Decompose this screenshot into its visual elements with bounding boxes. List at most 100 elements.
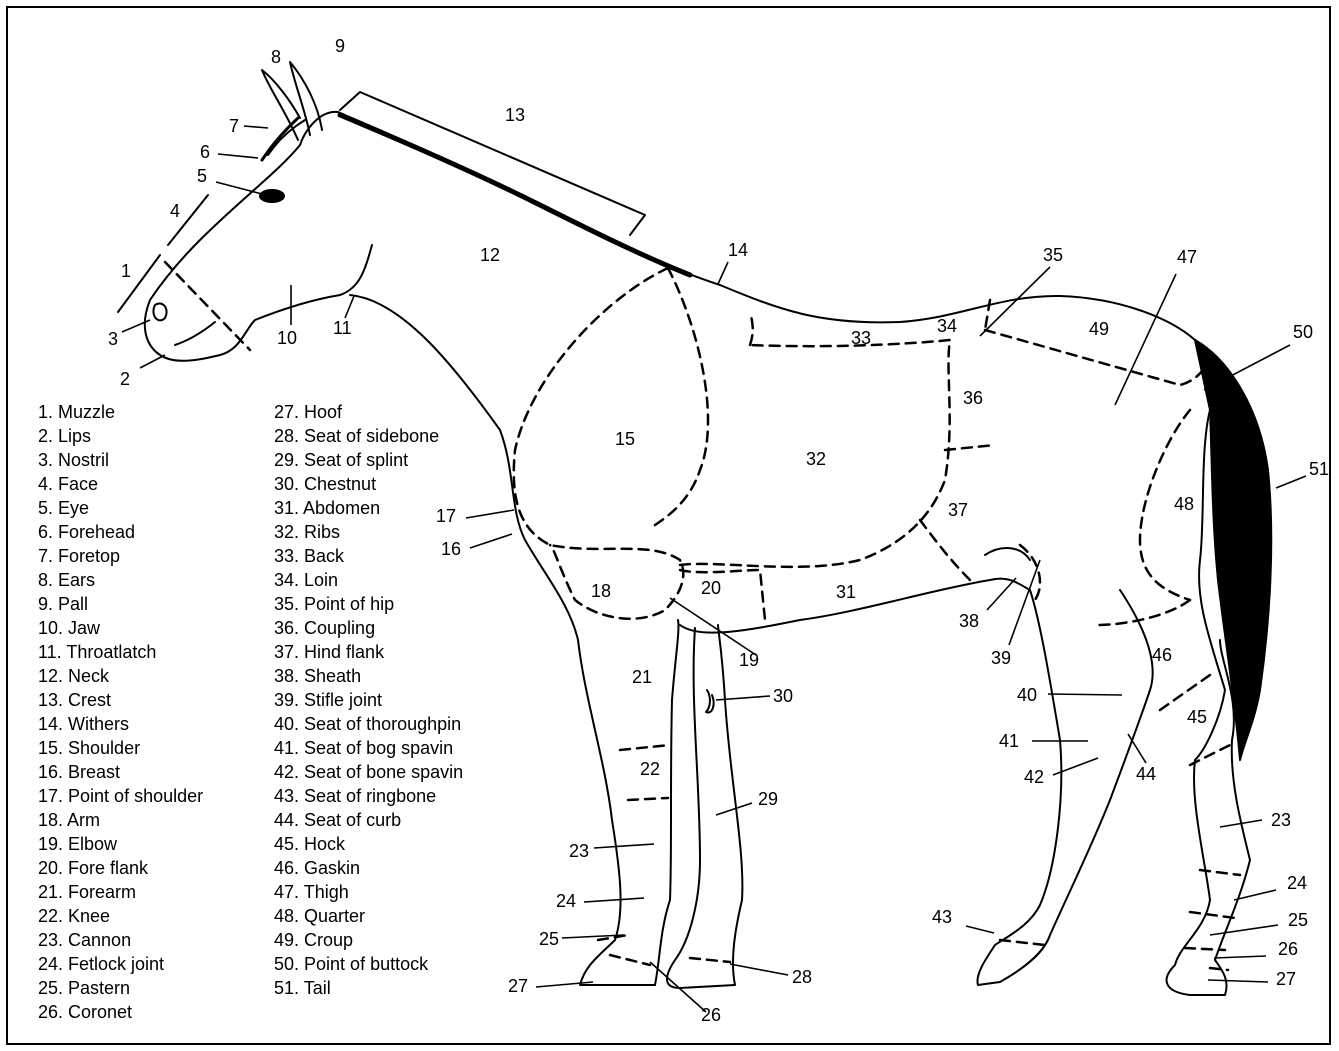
callout-number: 6 — [200, 143, 210, 161]
callout-number: 23 — [1271, 811, 1291, 829]
callout-number: 2 — [120, 370, 130, 388]
legend-item: 16. Breast — [38, 760, 203, 784]
legend-item: 25. Pastern — [38, 976, 203, 1000]
callout-number: 35 — [1043, 246, 1063, 264]
callout-number: 26 — [1278, 940, 1298, 958]
callout-number: 24 — [556, 892, 576, 910]
legend-item: 21. Forearm — [38, 880, 203, 904]
callout-number: 29 — [758, 790, 778, 808]
callout-number: 48 — [1174, 495, 1194, 513]
callout-number: 5 — [197, 167, 207, 185]
legend-item: 15. Shoulder — [38, 736, 203, 760]
legend-item: 48. Quarter — [274, 904, 463, 928]
legend-item: 5. Eye — [38, 496, 203, 520]
callout-number: 18 — [591, 582, 611, 600]
callout-number: 19 — [739, 651, 759, 669]
horse-outline — [338, 112, 1250, 995]
callout-number: 40 — [1017, 686, 1037, 704]
legend-item: 2. Lips — [38, 424, 203, 448]
legend-item: 18. Arm — [38, 808, 203, 832]
callout-number: 14 — [728, 241, 748, 259]
callout-number: 22 — [640, 760, 660, 778]
legend-item: 43. Seat of ringbone — [274, 784, 463, 808]
legend-item: 44. Seat of curb — [274, 808, 463, 832]
legend-item: 47. Thigh — [274, 880, 463, 904]
callout-number: 9 — [335, 37, 345, 55]
callout-number: 38 — [959, 612, 979, 630]
callout-number: 27 — [1276, 970, 1296, 988]
legend-item: 20. Fore flank — [38, 856, 203, 880]
legend-item: 23. Cannon — [38, 928, 203, 952]
legend-item: 51. Tail — [274, 976, 463, 1000]
legend-item: 38. Sheath — [274, 664, 463, 688]
callout-number: 33 — [851, 329, 871, 347]
callout-number: 47 — [1177, 248, 1197, 266]
callout-number: 1 — [121, 262, 131, 280]
legend-item: 29. Seat of splint — [274, 448, 463, 472]
callout-number: 30 — [773, 687, 793, 705]
legend-item: 10. Jaw — [38, 616, 203, 640]
legend-item: 30. Chestnut — [274, 472, 463, 496]
legend-item: 34. Loin — [274, 568, 463, 592]
callout-number: 15 — [615, 430, 635, 448]
legend-item: 49. Croup — [274, 928, 463, 952]
legend-item: 35. Point of hip — [274, 592, 463, 616]
legend-item: 41. Seat of bog spavin — [274, 736, 463, 760]
legend-item: 7. Foretop — [38, 544, 203, 568]
legend-item: 37. Hind flank — [274, 640, 463, 664]
callout-number: 43 — [932, 908, 952, 926]
callout-number: 13 — [505, 106, 525, 124]
callout-number: 10 — [277, 329, 297, 347]
callout-number: 8 — [271, 48, 281, 66]
legend-item: 32. Ribs — [274, 520, 463, 544]
callout-number: 32 — [806, 450, 826, 468]
callout-number: 24 — [1287, 874, 1307, 892]
callout-number: 46 — [1152, 646, 1172, 664]
callout-number: 21 — [632, 668, 652, 686]
callout-number: 51 — [1309, 460, 1329, 478]
legend-item: 27. Hoof — [274, 400, 463, 424]
callout-number: 27 — [508, 977, 528, 995]
callout-number: 11 — [333, 319, 352, 337]
callout-number: 44 — [1136, 765, 1156, 783]
callout-number: 37 — [948, 501, 968, 519]
legend-item: 3. Nostril — [38, 448, 203, 472]
callout-number: 7 — [229, 117, 239, 135]
legend-item: 40. Seat of thoroughpin — [274, 712, 463, 736]
legend-item: 9. Pall — [38, 592, 203, 616]
legend-item: 8. Ears — [38, 568, 203, 592]
callout-number: 4 — [170, 202, 180, 220]
legend-item: 39. Stifle joint — [274, 688, 463, 712]
legend-item: 13. Crest — [38, 688, 203, 712]
callout-number: 12 — [480, 246, 500, 264]
legend-item: 14. Withers — [38, 712, 203, 736]
legend-item: 22. Knee — [38, 904, 203, 928]
legend-item: 6. Forehead — [38, 520, 203, 544]
legend-item: 4. Face — [38, 472, 203, 496]
callout-number: 49 — [1089, 320, 1109, 338]
callout-number: 42 — [1024, 768, 1044, 786]
eye-shape — [260, 190, 284, 202]
callout-number: 34 — [937, 317, 957, 335]
callout-number: 39 — [991, 649, 1011, 667]
legend-item: 1. Muzzle — [38, 400, 203, 424]
legend-item: 17. Point of shoulder — [38, 784, 203, 808]
legend-item: 42. Seat of bone spavin — [274, 760, 463, 784]
legend-item: 45. Hock — [274, 832, 463, 856]
legend-item: 28. Seat of sidebone — [274, 424, 463, 448]
callout-number: 25 — [539, 930, 559, 948]
tail-shape — [1195, 340, 1271, 760]
callout-number: 31 — [836, 583, 856, 601]
legend-item: 33. Back — [274, 544, 463, 568]
legend-item: 46. Gaskin — [274, 856, 463, 880]
callout-number: 50 — [1293, 323, 1313, 341]
legend-column-1: 1. Muzzle 2. Lips 3. Nostril 4. Face 5. … — [38, 400, 203, 1024]
callout-number: 16 — [441, 540, 461, 558]
legend-item: 19. Elbow — [38, 832, 203, 856]
callout-number: 26 — [701, 1006, 721, 1024]
callout-number: 28 — [792, 968, 812, 986]
callout-number: 45 — [1187, 708, 1207, 726]
callout-number: 23 — [569, 842, 589, 860]
callout-number: 17 — [436, 507, 456, 525]
legend-item: 26. Coronet — [38, 1000, 203, 1024]
